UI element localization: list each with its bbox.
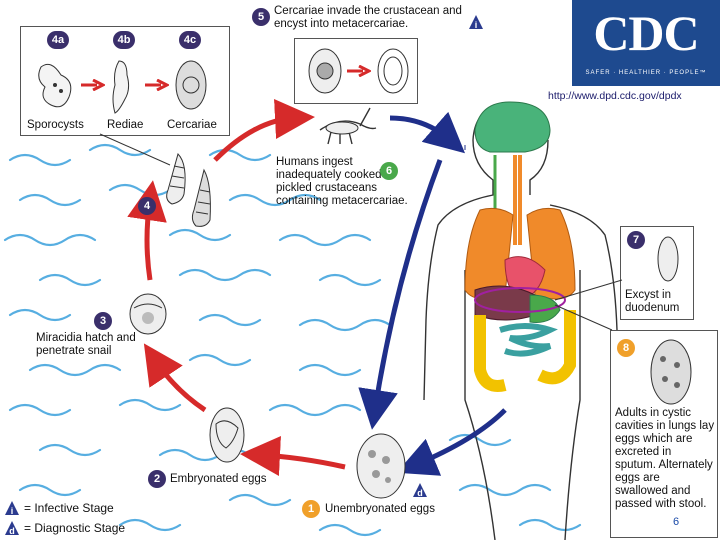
stage-3-text: Miracidia hatch and penetrate snail — [36, 332, 136, 357]
sporocysts-label: Sporocysts — [27, 119, 84, 131]
rediae-label: Rediae — [107, 119, 144, 131]
diagnostic-stage-icon: d — [413, 483, 427, 498]
infective-stage-icon: i — [469, 15, 483, 30]
human-body-illustration — [423, 101, 620, 540]
stage-1-text: Unembryonated eggs — [325, 503, 435, 515]
stage-7-box: 7 Excyst in duodenum — [620, 226, 694, 320]
excysting-fluke-icon — [657, 236, 679, 282]
svg-text:i: i — [475, 20, 478, 30]
snail-icon — [166, 153, 211, 227]
stage-7-text: Excyst in duodenum — [625, 289, 680, 314]
stage-8-box: 8 Adults in cystic cavities in lungs lay… — [610, 330, 718, 538]
redia-icon — [112, 60, 130, 114]
svg-text:d: d — [9, 526, 15, 536]
stage-7-badge: 7 — [627, 231, 645, 249]
stage-4c-badge: 4c — [179, 31, 201, 49]
adult-fluke-icon — [650, 339, 692, 405]
stage-3-badge: 3 — [94, 312, 112, 330]
embryonated-egg-icon — [209, 407, 245, 463]
stage-6-text: Humans ingest inadequately cooked or pic… — [276, 156, 408, 207]
cdc-tagline: SAFER · HEALTHIER · PEOPLE™ — [585, 70, 707, 76]
stage-4b-badge: 4b — [113, 31, 135, 49]
sporocyst-icon — [38, 63, 72, 108]
stage-5-text: Cercariae invade the crustacean and ency… — [274, 5, 462, 30]
arrow-icon — [145, 79, 169, 91]
stage-5-badge: 5 — [252, 8, 270, 26]
cdc-logo-text: CDC — [593, 5, 699, 61]
legend-infective-text: = Infective Stage — [24, 501, 114, 515]
snail-stages-box: 4a 4b 4c Sporocysts Rediae Cercariae — [20, 26, 230, 136]
legend-infective-icon: i — [5, 501, 19, 516]
unembryonated-egg-icon — [356, 433, 406, 499]
cdc-logo: CDC SAFER · HEALTHIER · PEOPLE™ — [572, 0, 720, 86]
cercariae-label: Cercariae — [167, 119, 217, 131]
cercaria-icon — [175, 60, 207, 110]
stage-8-text: Adults in cystic cavities in lungs lay e… — [615, 407, 715, 510]
stage-2-text: Embryonated eggs — [170, 473, 267, 485]
slide-number: 6 — [673, 516, 680, 528]
svg-text:i: i — [11, 506, 14, 516]
metacercaria-icon — [377, 48, 409, 94]
miracidium-icon — [129, 293, 167, 335]
stage-4-badge: 4 — [138, 197, 156, 215]
stage-4a-badge: 4a — [47, 31, 69, 49]
stage-6-badge: 6 — [380, 162, 398, 180]
stage-8-badge: 8 — [617, 339, 635, 357]
stage-2-badge: 2 — [148, 470, 166, 488]
arrow-icon — [81, 79, 105, 91]
legend-diagnostic-text: = Diagnostic Stage — [24, 521, 126, 535]
svg-text:d: d — [417, 488, 423, 498]
stage-1-badge: 1 — [302, 500, 320, 518]
source-url[interactable]: http://www.dpd.cdc.gov/dpdx — [548, 90, 682, 102]
arrow-icon — [347, 65, 371, 77]
crustacean-cyst-icon — [308, 48, 342, 94]
metacercariae-box — [294, 38, 418, 104]
legend-diagnostic-icon: d — [5, 521, 19, 536]
crustacean-icon — [319, 107, 377, 145]
